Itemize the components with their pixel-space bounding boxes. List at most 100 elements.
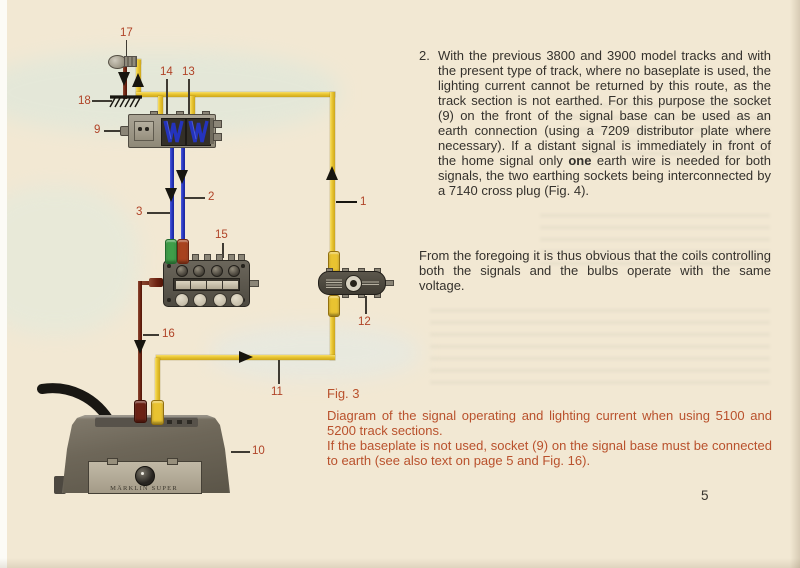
wire-blue-right	[181, 144, 185, 241]
cbox-button-light	[193, 293, 207, 307]
para1-bold-word: one	[568, 153, 592, 168]
wire-yellow-coil-drop-1	[158, 96, 163, 117]
base-terminal	[213, 120, 222, 128]
cbox-button-dark	[228, 265, 240, 277]
caption-sentence: Diagram of the signal operating and ligh…	[327, 408, 772, 438]
diagram-label-9: 9	[94, 124, 101, 136]
base-screw	[145, 127, 149, 131]
cbox-button-dark	[211, 265, 223, 277]
numbered-paragraph: 2. With the previous 3800 and 3900 model…	[419, 48, 771, 198]
paragraph-text: With the previous 3800 and 3900 model tr…	[438, 48, 771, 198]
base-housing	[128, 114, 216, 148]
page-edge	[790, 0, 800, 568]
leader-14	[166, 79, 168, 115]
diagram-label-14: 14	[160, 66, 173, 78]
distributor-housing	[318, 271, 386, 295]
cbox-key	[191, 280, 206, 289]
distributor-hole	[350, 280, 357, 287]
leader-12	[365, 296, 367, 314]
coil-icon	[188, 120, 209, 143]
diagram-label-17: 17	[120, 27, 133, 39]
arrow-up-icon	[326, 166, 338, 180]
base-right-block	[210, 118, 214, 144]
lamp-holder	[124, 56, 137, 67]
leader-13	[188, 79, 190, 115]
transformer-plate: MÄRKLIN SUPER	[88, 458, 202, 494]
figure-label: Fig. 3	[327, 386, 360, 401]
scan-tint	[0, 185, 140, 335]
distributor-ring	[345, 275, 362, 292]
caption-sentence: If the baseplate is not used, socket (9)…	[327, 438, 772, 468]
plug-yellow-bottom	[328, 295, 340, 317]
cbox-button-light	[175, 293, 189, 307]
signal-base	[120, 111, 222, 148]
transformer-brand-text: MÄRKLIN SUPER	[110, 485, 178, 492]
base-terminal	[213, 133, 222, 141]
page-number: 5	[701, 488, 709, 503]
leader-1	[336, 201, 357, 204]
plate-tab	[167, 458, 178, 465]
arrow-down-icon	[176, 170, 188, 184]
transformer-knob	[135, 466, 155, 486]
cbox-button-dark	[193, 265, 205, 277]
knob-highlight	[141, 472, 144, 475]
arrow-down-icon	[118, 72, 130, 86]
terminal-mark	[187, 420, 192, 424]
plug-red	[177, 239, 189, 264]
leader-2	[184, 197, 205, 199]
cbox-key-panel	[173, 278, 240, 291]
base-left-block	[134, 121, 154, 141]
arrow-down-icon	[165, 188, 177, 202]
wire-yellow-transformer-riser	[155, 358, 160, 406]
diagram-label-2: 2	[208, 191, 215, 203]
diagram-label-18: 18	[78, 95, 91, 107]
arrow-up-icon	[132, 73, 144, 87]
wire-brown-connector-stub	[149, 278, 163, 287]
diagram-label-11: 11	[271, 386, 283, 398]
cbox-key	[207, 280, 222, 289]
leader-15	[222, 243, 224, 258]
distributor-microtext	[362, 280, 379, 286]
leader-11	[278, 360, 280, 384]
leader-10	[231, 451, 250, 453]
leader-9	[104, 130, 121, 132]
distributor-microtext	[326, 278, 342, 288]
cbox-screw	[241, 264, 245, 268]
coil-window-right	[186, 118, 211, 146]
lamp-icon	[108, 54, 137, 69]
diagram-label-10: 10	[252, 445, 265, 457]
leader-16	[143, 334, 159, 336]
figure-caption: Diagram of the signal operating and ligh…	[327, 408, 772, 469]
diagram-label-12: 12	[358, 316, 371, 328]
list-number: 2.	[419, 48, 430, 63]
distributor-plate	[314, 266, 396, 298]
cbox-button-light	[230, 293, 244, 307]
leader-3	[147, 212, 170, 214]
cbox-button-dark	[176, 265, 188, 277]
wire-yellow-top-run	[136, 92, 335, 97]
page-edge	[0, 0, 7, 568]
para1-start: With the previous 3800 and 3900 model tr…	[438, 48, 771, 168]
para1-end: earth wire is needed for both signals, t…	[438, 153, 771, 198]
cbox-button-light	[213, 293, 227, 307]
coil-icon	[163, 120, 184, 143]
wire-yellow-coil-drop-2	[190, 96, 195, 117]
plug-brown	[134, 400, 147, 423]
cbox-screw	[167, 264, 171, 268]
print-showthrough	[430, 300, 770, 385]
arrow-down-icon	[134, 340, 146, 354]
page-edge	[0, 558, 800, 568]
cbox-housing	[163, 260, 250, 307]
control-box	[153, 250, 259, 308]
leader-18	[92, 100, 112, 102]
plate-tab	[107, 458, 118, 465]
wire-yellow-right-riser	[330, 92, 335, 360]
cbox-key	[223, 280, 238, 289]
diagram-label-16: 16	[162, 328, 175, 340]
terminal-mark	[177, 420, 182, 424]
coil-window-left	[161, 118, 186, 146]
diagram-label-1: 1	[360, 196, 367, 208]
arrow-right-icon	[239, 351, 253, 363]
cbox-key	[175, 280, 190, 289]
